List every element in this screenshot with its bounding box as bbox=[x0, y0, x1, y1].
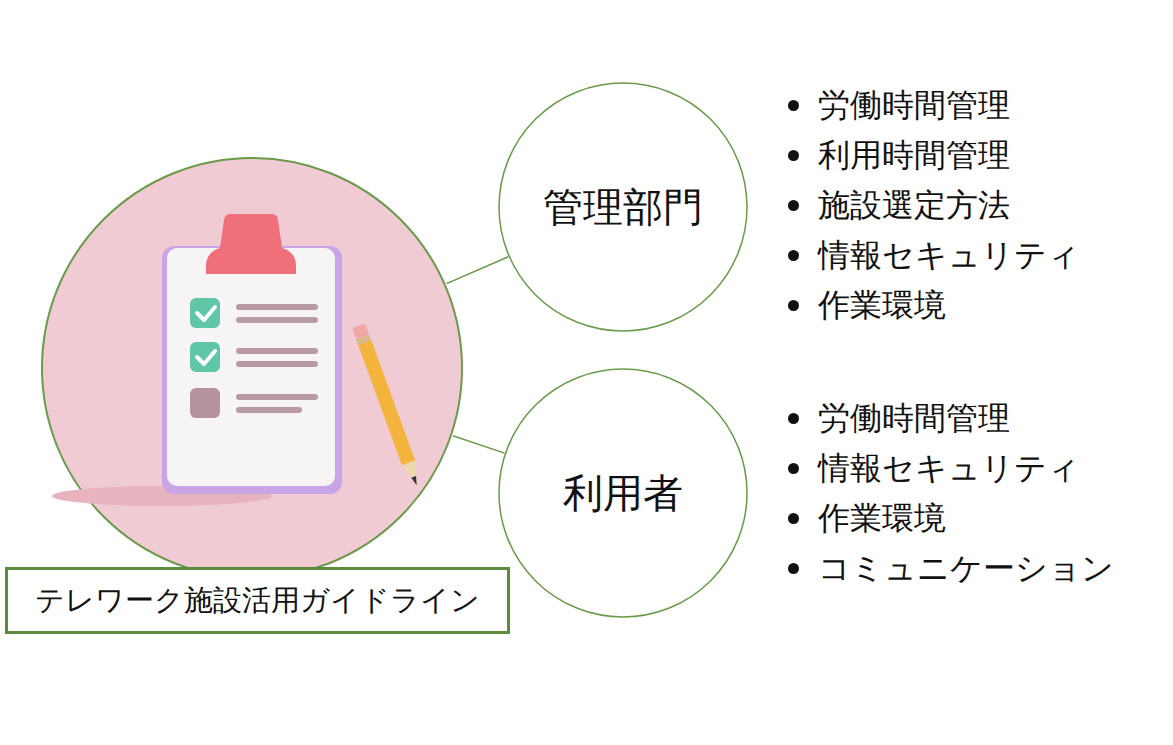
category-circle: 管理部門 bbox=[498, 82, 748, 332]
circle-outline bbox=[40, 156, 464, 580]
connector-line bbox=[453, 436, 505, 453]
bullet-dot bbox=[788, 300, 799, 311]
caption-text: テレワーク施設活用ガイドライン bbox=[35, 581, 480, 621]
bullet-item: 情報セキュリティ bbox=[818, 448, 1080, 488]
text-line bbox=[236, 407, 302, 413]
bullet-dot bbox=[788, 250, 799, 261]
circle-title: 利用者 bbox=[563, 466, 683, 521]
text-line bbox=[236, 394, 318, 400]
text-line bbox=[236, 317, 318, 323]
bullet-dot bbox=[788, 150, 799, 161]
text-line bbox=[236, 361, 318, 367]
bullet-item: 作業環境 bbox=[818, 285, 946, 325]
text-line bbox=[236, 348, 318, 354]
topic-circle: テレワーク施設活用ガイドライン bbox=[40, 156, 464, 580]
bullet-dot bbox=[788, 563, 799, 574]
checkbox bbox=[190, 342, 220, 372]
clipboard-illustration bbox=[52, 214, 423, 506]
bullet-dot bbox=[788, 413, 799, 424]
bullet-dot bbox=[788, 200, 799, 211]
pencil bbox=[352, 323, 423, 488]
bullet-item: 労働時間管理 bbox=[818, 85, 1010, 125]
bullet-dot bbox=[788, 100, 799, 111]
board-paper bbox=[167, 248, 335, 486]
check-mark bbox=[197, 307, 215, 320]
bullet-item: 情報セキュリティ bbox=[818, 235, 1080, 275]
checkbox bbox=[190, 298, 220, 328]
pink-circle bbox=[42, 158, 462, 578]
bullet-item: 作業環境 bbox=[818, 498, 946, 538]
circle-title: 管理部門 bbox=[543, 180, 703, 235]
bullet-dot bbox=[788, 513, 799, 524]
board-back bbox=[162, 246, 342, 494]
circle-border bbox=[499, 369, 747, 617]
circle-text: 管理部門 bbox=[498, 82, 748, 332]
bullet-item: 施設選定方法 bbox=[818, 185, 1010, 225]
pencil-tip bbox=[402, 460, 423, 487]
check-mark bbox=[197, 351, 215, 364]
circle-text: 利用者 bbox=[498, 368, 748, 618]
pencil-body bbox=[358, 340, 415, 465]
bullet-item: コミュニケーション bbox=[818, 548, 1114, 588]
checkbox bbox=[190, 388, 220, 418]
text-line bbox=[236, 304, 318, 310]
pencil-lead bbox=[411, 476, 419, 486]
bullet-item: 利用時間管理 bbox=[818, 135, 1010, 175]
bullet-item: 労働時間管理 bbox=[818, 398, 1010, 438]
bullet-dot bbox=[788, 463, 799, 474]
circle-border bbox=[499, 83, 747, 331]
caption-box: テレワーク施設活用ガイドライン bbox=[5, 567, 510, 634]
clip bbox=[206, 214, 296, 274]
connector-line bbox=[446, 257, 508, 284]
category-circle: 利用者 bbox=[498, 368, 748, 618]
